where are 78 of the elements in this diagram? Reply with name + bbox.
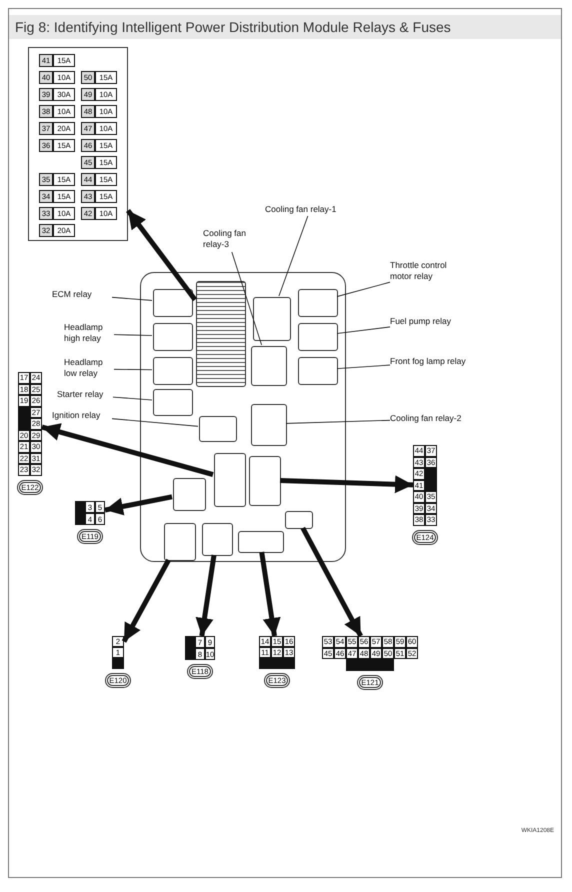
relay-slot bbox=[153, 323, 193, 351]
leader-line bbox=[278, 216, 308, 296]
callout-label: Cooling fan relay-2 bbox=[390, 413, 475, 425]
arrow bbox=[126, 209, 197, 302]
leader-line bbox=[336, 282, 390, 297]
arrow bbox=[196, 554, 216, 636]
arrow bbox=[122, 558, 171, 643]
fuse-entry bbox=[39, 190, 75, 203]
relay-slot bbox=[153, 357, 193, 385]
relay-slot bbox=[199, 416, 237, 442]
arrow bbox=[280, 475, 414, 494]
relay-slot bbox=[298, 323, 338, 351]
title: Fig 8: Identifying Intelligent Power Distribution Module Relays & Fuses bbox=[15, 19, 451, 35]
fuse-entry bbox=[39, 207, 75, 220]
relay-slot bbox=[298, 289, 338, 317]
callout-label: Headlamp low relay bbox=[64, 357, 114, 381]
relay-slot bbox=[153, 289, 193, 317]
leader-line bbox=[336, 326, 390, 334]
fuse-entry bbox=[39, 139, 75, 152]
callout-label: Ignition relay bbox=[52, 410, 112, 422]
fuse-entry bbox=[81, 122, 117, 135]
callout-label: Headlamp high relay bbox=[64, 322, 114, 346]
connector-diagram bbox=[75, 501, 105, 525]
fuse-entry bbox=[39, 71, 75, 84]
callout-label: Starter relay bbox=[57, 389, 113, 401]
callout-label: Fuel pump relay bbox=[390, 316, 470, 328]
leader-line bbox=[112, 396, 152, 400]
fuse-entry bbox=[81, 156, 117, 169]
callout-label: Throttle control motor relay bbox=[390, 260, 465, 284]
connector-socket bbox=[164, 523, 196, 561]
fuse-chart bbox=[28, 47, 128, 241]
fuse-entry bbox=[81, 88, 117, 101]
fuse-entry bbox=[39, 105, 75, 118]
fuse-entry bbox=[81, 105, 117, 118]
leader-line bbox=[231, 252, 262, 346]
relay-box bbox=[140, 272, 346, 562]
callout-label: Cooling fan relay-3 bbox=[203, 228, 253, 252]
fuse-entry bbox=[81, 71, 117, 84]
relay-slot bbox=[251, 404, 287, 446]
fuse-entry bbox=[39, 88, 75, 101]
relay-slot bbox=[253, 297, 291, 341]
arrow bbox=[259, 552, 281, 636]
fuse-entry bbox=[39, 54, 75, 67]
leader-line bbox=[336, 364, 390, 370]
connector-socket bbox=[238, 531, 284, 553]
connector-socket bbox=[173, 478, 206, 511]
fuse-entry bbox=[39, 224, 75, 237]
connector-diagram bbox=[322, 636, 418, 670]
fuse-entry bbox=[39, 122, 75, 135]
connector-diagram bbox=[413, 445, 437, 526]
connector-socket bbox=[285, 511, 313, 529]
relay-slot bbox=[153, 389, 193, 416]
leader-line bbox=[112, 296, 152, 301]
connector-socket bbox=[214, 453, 246, 507]
callout-label: Cooling fan relay-1 bbox=[265, 204, 355, 216]
callout-label: ECM relay bbox=[52, 289, 112, 301]
fuse-entry bbox=[81, 173, 117, 186]
arrow bbox=[41, 423, 214, 477]
leader-line bbox=[114, 334, 152, 336]
fuse-entry bbox=[81, 190, 117, 203]
arrow bbox=[300, 526, 363, 638]
fuse-entry bbox=[81, 139, 117, 152]
connector-diagram bbox=[112, 636, 124, 669]
connector-socket bbox=[249, 456, 281, 506]
leader-line bbox=[286, 420, 390, 424]
fuse-block bbox=[196, 281, 246, 387]
relay-slot bbox=[298, 357, 338, 385]
relay-slot bbox=[251, 346, 287, 386]
connector-diagram bbox=[259, 636, 295, 669]
fuse-entry bbox=[81, 207, 117, 220]
connector-diagram bbox=[185, 636, 215, 660]
connector-socket bbox=[202, 523, 233, 556]
leader-line bbox=[112, 418, 198, 427]
leader-line bbox=[114, 368, 152, 370]
arrow bbox=[104, 494, 172, 516]
connector-diagram bbox=[18, 372, 42, 476]
callout-label: Front fog lamp relay bbox=[390, 356, 480, 368]
fuse-entry bbox=[39, 173, 75, 186]
